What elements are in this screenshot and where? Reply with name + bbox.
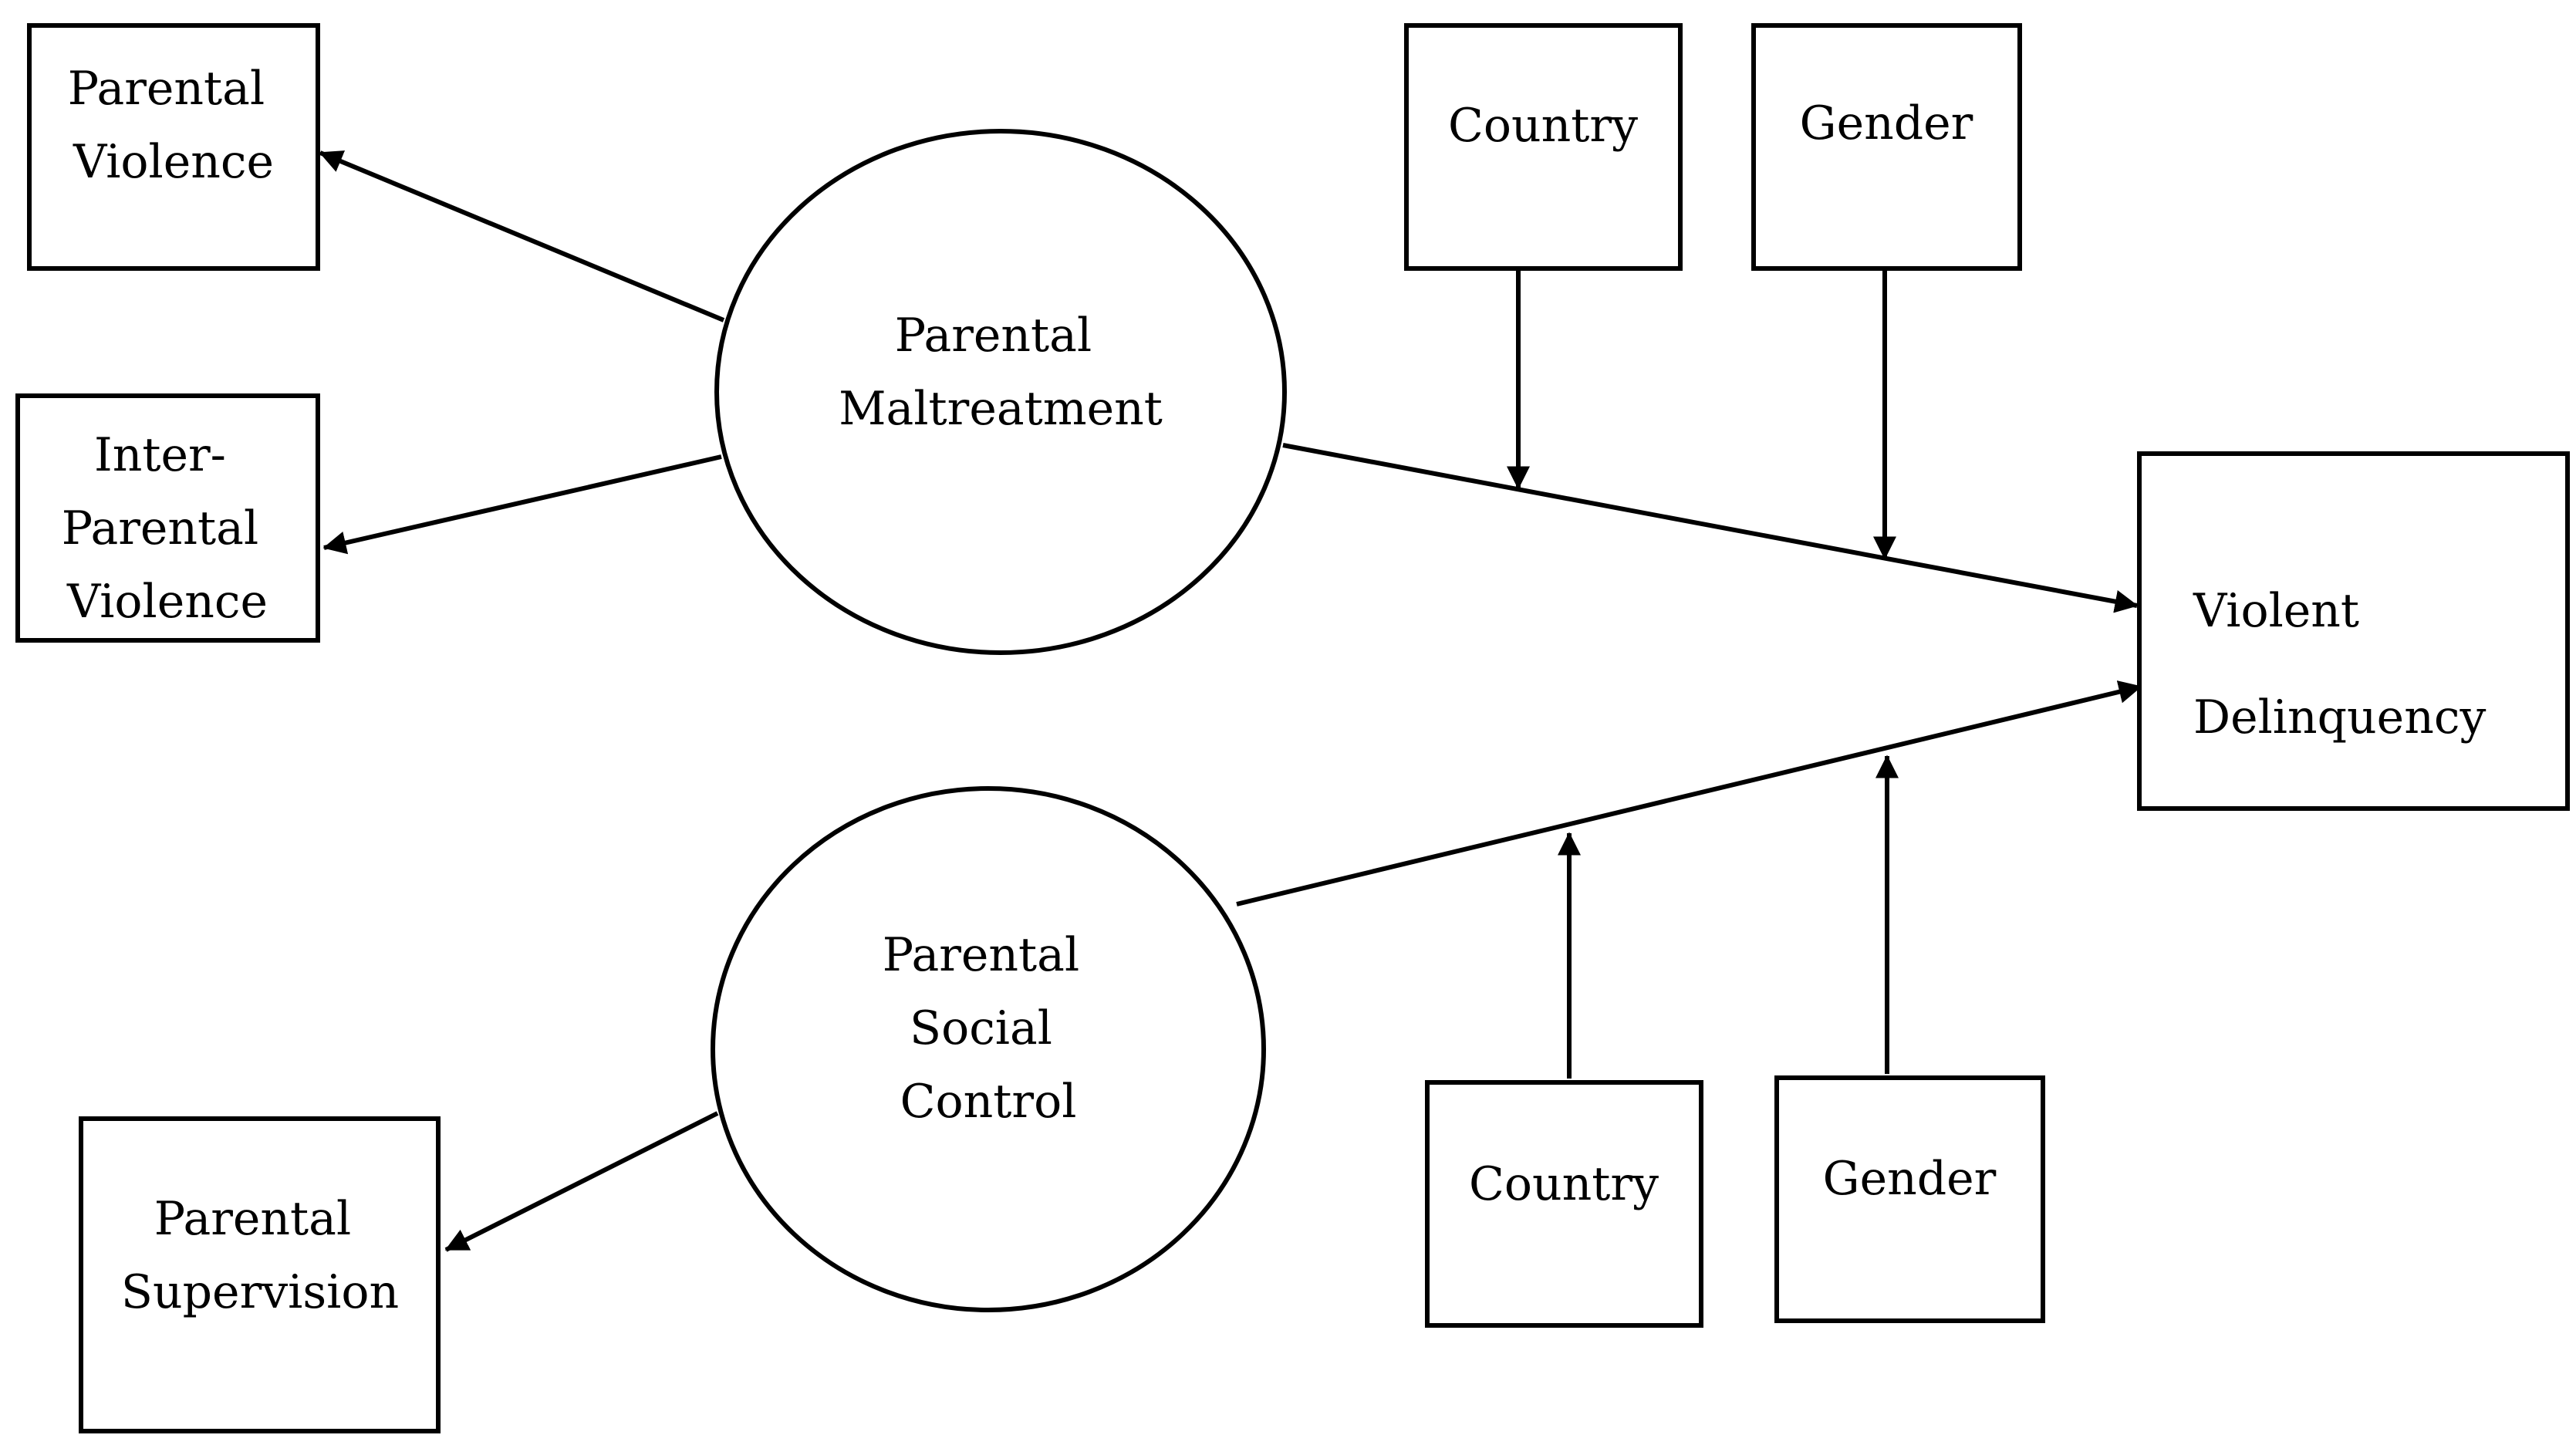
node-inter-parental-violence: Inter- Parental Violence — [15, 393, 320, 643]
node-gender-top: Gender — [1751, 23, 2022, 271]
node-country-bottom: Country — [1425, 1080, 1703, 1328]
node-label: Parental Violence — [68, 62, 279, 189]
node-label: Parental Social Control — [883, 928, 1094, 1129]
node-label: Parental Supervision — [121, 1192, 399, 1319]
node-label: Inter- Parental Violence — [62, 428, 273, 629]
node-label: Country — [1469, 1157, 1659, 1211]
node-country-top: Country — [1404, 23, 1683, 271]
node-label: Country — [1448, 99, 1638, 153]
node-label: Gender — [1823, 1152, 1997, 1206]
node-gender-bottom: Gender — [1774, 1075, 2045, 1323]
edge-social-control-to-parental-supervision — [444, 1111, 719, 1252]
edge-maltreatment-to-parental-violence — [319, 150, 725, 322]
node-parental-social-control: Parental Social Control — [711, 786, 1266, 1312]
edge-maltreatment-to-violent-delinquency — [1282, 443, 2139, 613]
edge-maltreatment-to-inter-parental-violence — [322, 454, 722, 555]
node-parental-supervision: Parental Supervision — [79, 1116, 441, 1433]
node-label: Gender — [1800, 96, 1973, 150]
node-label: Violent Delinquency — [2193, 584, 2486, 744]
node-label: Parental Maltreatment — [839, 309, 1163, 436]
edges — [319, 150, 2142, 1252]
nodes: Parental Violence Inter- Parental Violen… — [15, 23, 2570, 1433]
edge-social-control-to-violent-delinquency — [1236, 680, 2142, 907]
node-violent-delinquency: Violent Delinquency — [2137, 451, 2570, 811]
node-parental-violence: Parental Violence — [27, 23, 320, 271]
node-parental-maltreatment: Parental Maltreatment — [714, 129, 1287, 655]
